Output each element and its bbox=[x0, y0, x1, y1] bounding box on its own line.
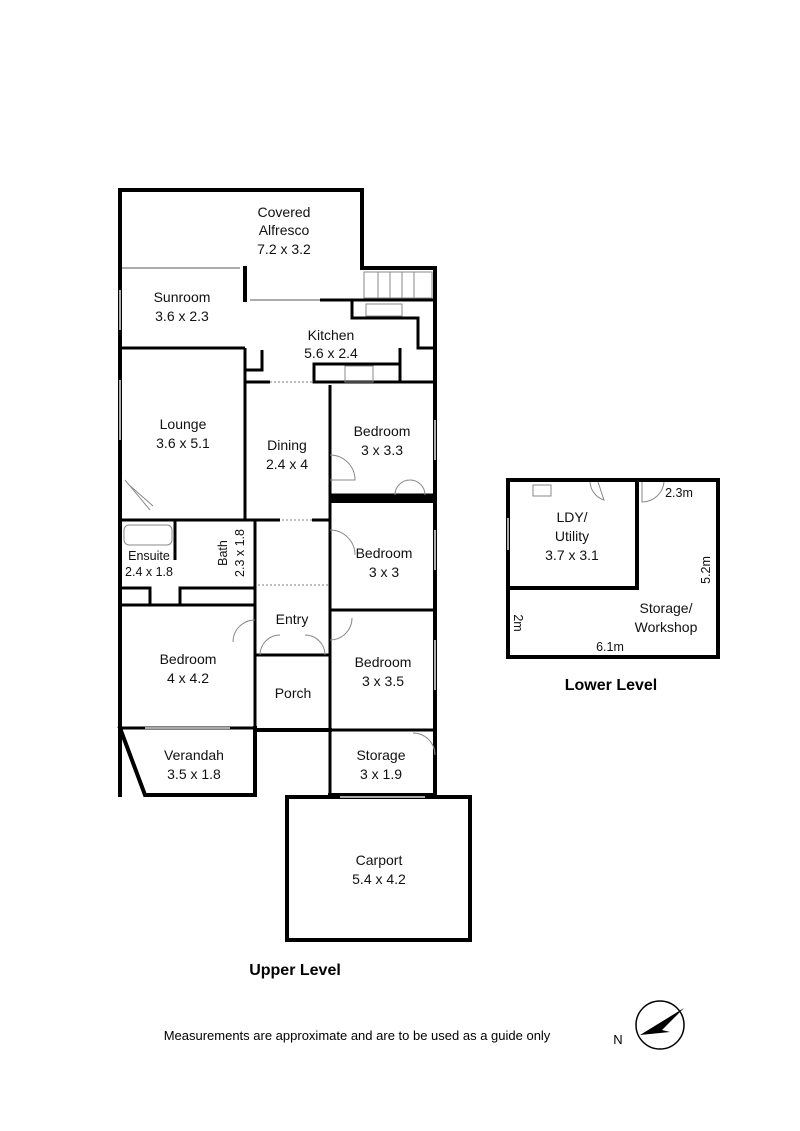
sunroom-label: Sunroom bbox=[154, 289, 211, 305]
carport-size: 5.4 x 4.2 bbox=[352, 871, 406, 887]
dining-label: Dining bbox=[267, 437, 307, 453]
stairs bbox=[363, 271, 433, 299]
bath-size: 2.3 x 1.8 bbox=[233, 529, 247, 577]
verandah-size: 3.5 x 1.8 bbox=[167, 766, 221, 782]
compass-n-label: N bbox=[613, 1032, 622, 1047]
ensuite-label: Ensuite bbox=[128, 549, 170, 563]
north-arrow-icon bbox=[635, 1000, 685, 1050]
storage-size: 3 x 1.9 bbox=[360, 766, 402, 782]
dim-bottom: 6.1m bbox=[596, 640, 624, 654]
bedroom-c-label: Bedroom bbox=[355, 654, 412, 670]
lounge-size: 3.6 x 5.1 bbox=[156, 435, 210, 451]
sunroom-size: 3.6 x 2.3 bbox=[155, 308, 209, 324]
bedroom-b-label: Bedroom bbox=[356, 545, 413, 561]
verandah-label: Verandah bbox=[164, 747, 224, 763]
alfresco-size: 7.2 x 3.2 bbox=[257, 241, 311, 257]
dim-left: 2m bbox=[511, 614, 525, 631]
bedroom-a-size: 3 x 3.3 bbox=[361, 442, 403, 458]
lower-level-walls bbox=[506, 478, 720, 659]
disclaimer: Measurements are approximate and are to … bbox=[164, 1028, 551, 1043]
lower-level-title: Lower Level bbox=[565, 677, 657, 694]
bedroom-b-size: 3 x 3 bbox=[369, 564, 400, 580]
laundry-label: LDY/ bbox=[556, 509, 587, 525]
kitchen-label: Kitchen bbox=[308, 327, 355, 343]
storage-label: Storage bbox=[356, 747, 405, 763]
bath-label: Bath bbox=[216, 540, 230, 566]
workshop-label: Storage/ bbox=[640, 600, 693, 616]
laundry-label-2: Utility bbox=[555, 528, 589, 544]
bedroom-a-label: Bedroom bbox=[354, 423, 411, 439]
kitchen-size: 5.6 x 2.4 bbox=[304, 345, 358, 361]
lounge-label: Lounge bbox=[160, 416, 207, 432]
upper-level-walls bbox=[117, 188, 472, 942]
bedroom-c-size: 3 x 3.5 bbox=[362, 673, 404, 689]
alfresco-label-2: Alfresco bbox=[259, 222, 310, 238]
upper-level-title: Upper Level bbox=[249, 962, 341, 979]
porch-label: Porch bbox=[275, 685, 312, 701]
dim-right: 5.2m bbox=[699, 556, 713, 584]
dining-size: 2.4 x 4 bbox=[266, 456, 308, 472]
bedroom-main-size: 4 x 4.2 bbox=[167, 670, 209, 686]
alfresco-label: Covered bbox=[258, 204, 311, 220]
carport-label: Carport bbox=[356, 852, 403, 868]
ensuite-size: 2.4 x 1.8 bbox=[125, 565, 173, 579]
dim-top: 2.3m bbox=[665, 486, 693, 500]
workshop-label-2: Workshop bbox=[635, 619, 698, 635]
bedroom-main-label: Bedroom bbox=[160, 651, 217, 667]
laundry-size: 3.7 x 3.1 bbox=[545, 547, 599, 563]
entry-label: Entry bbox=[276, 611, 309, 627]
